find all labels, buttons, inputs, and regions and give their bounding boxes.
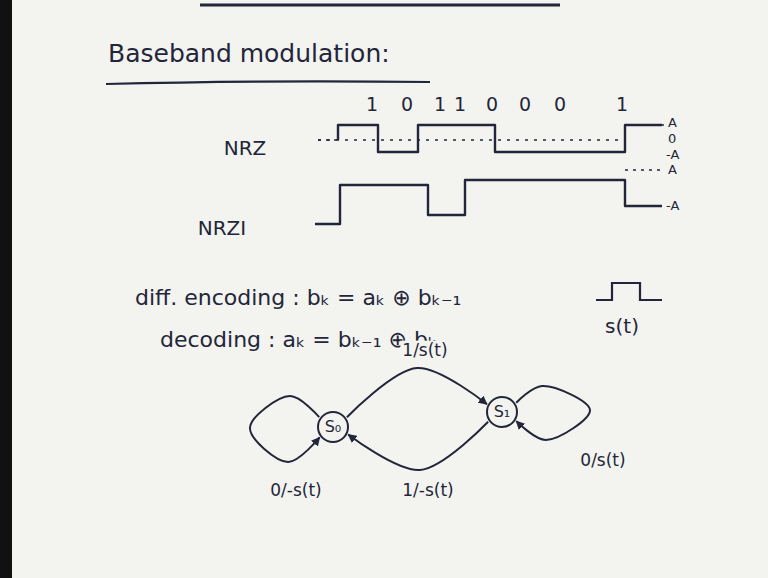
bit-value: 0 bbox=[519, 94, 531, 115]
zero-level bbox=[318, 139, 625, 141]
nrz-waveform bbox=[338, 125, 662, 152]
state-outline bbox=[318, 412, 348, 442]
state-circle: S₀ bbox=[317, 411, 349, 443]
level-label: 0 bbox=[668, 132, 676, 146]
state-name: S₁ bbox=[486, 403, 518, 421]
zero-level bbox=[318, 139, 338, 141]
transition-label: 1/-s(t) bbox=[400, 481, 455, 500]
level-tick bbox=[662, 124, 664, 126]
transition-arrow bbox=[347, 368, 487, 417]
equation: decoding : aₖ = bₖ₋₁ ⊕ bₖ bbox=[160, 328, 437, 352]
title: Baseband modulation: bbox=[108, 40, 390, 68]
title-underline bbox=[106, 81, 430, 84]
nrzi-waveform bbox=[315, 180, 662, 224]
transition-arrow bbox=[348, 422, 488, 470]
frame-edge bbox=[0, 0, 12, 578]
bit-value: 1 bbox=[434, 94, 446, 115]
self-loop bbox=[516, 386, 590, 440]
bit-value: 0 bbox=[554, 94, 566, 115]
transition-label: 1/s(t) bbox=[400, 341, 449, 360]
pulse-label: s(t) bbox=[605, 315, 639, 337]
bit-value: 1 bbox=[454, 94, 466, 115]
state-circle: S₁ bbox=[486, 396, 518, 428]
pulse-symbol bbox=[596, 283, 662, 300]
self-loop bbox=[250, 396, 320, 462]
transition-label: 0/s(t) bbox=[578, 451, 627, 470]
level-label: A bbox=[668, 163, 677, 177]
level-label: -A bbox=[666, 199, 679, 213]
level-line bbox=[625, 169, 664, 171]
state-name: S₀ bbox=[317, 418, 349, 436]
equation: diff. encoding : bₖ = aₖ ⊕ bₖ₋₁ bbox=[135, 286, 461, 310]
bit-value: 1 bbox=[616, 94, 628, 115]
bit-value: 0 bbox=[486, 94, 498, 115]
level-label: A bbox=[668, 116, 677, 130]
top-rule bbox=[200, 4, 560, 7]
transition-label: 0/-s(t) bbox=[268, 481, 323, 500]
bit-value: 0 bbox=[401, 94, 413, 115]
state-outline bbox=[487, 397, 517, 427]
level-label: -A bbox=[666, 148, 679, 162]
signal-name: NRZI bbox=[198, 217, 246, 239]
bit-value: 1 bbox=[366, 94, 378, 115]
signal-name: NRZ bbox=[224, 137, 267, 159]
